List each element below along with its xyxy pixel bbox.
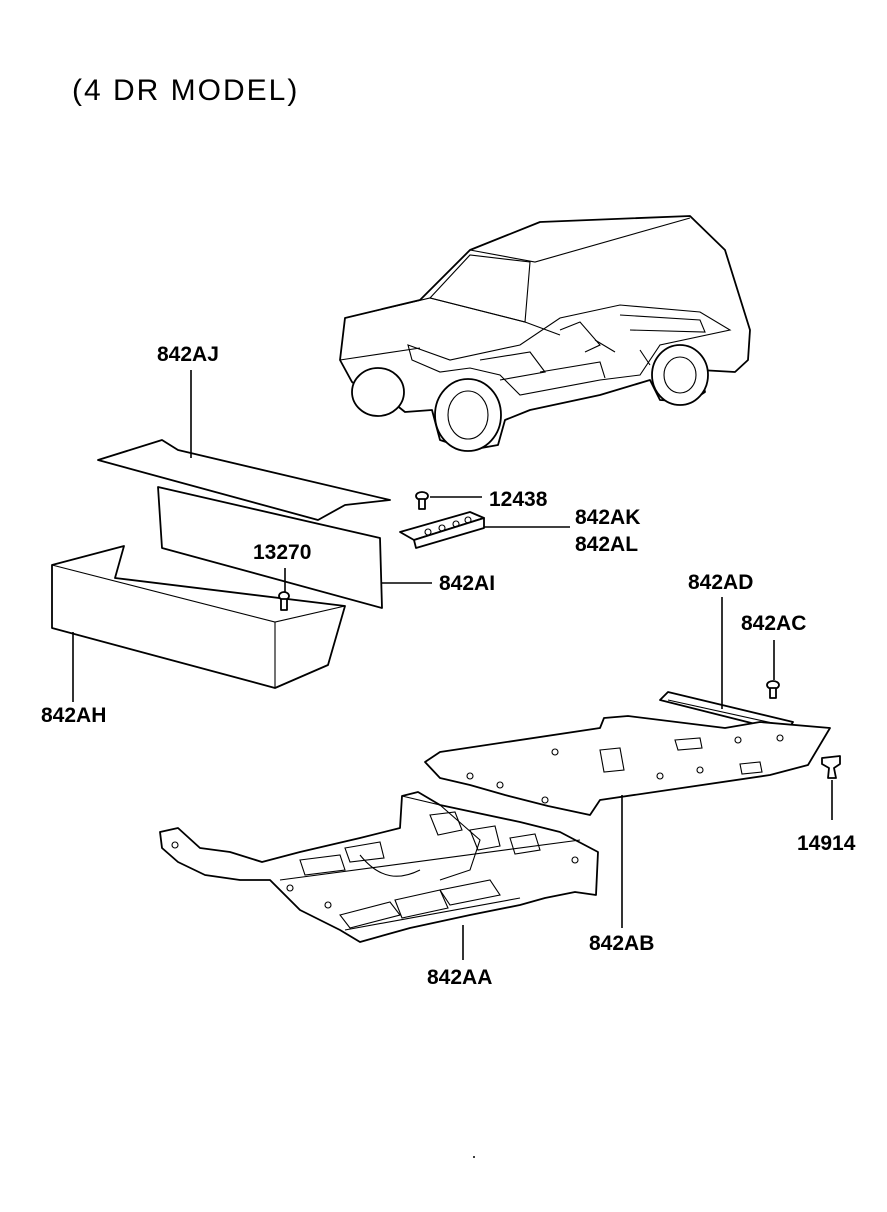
callout-842AA: 842AA [427,966,493,989]
clip-14914 [821,755,841,820]
screw-13270 [278,568,290,611]
callout-842AL: 842AL [575,533,639,556]
bracket-842AK-842AL [399,511,570,549]
rear-board [157,486,383,609]
callout-842AC: 842AC [741,612,807,635]
stray-dot [473,1156,475,1158]
screw-12438 [415,491,482,510]
diagram-title: (4 DR MODEL) [72,74,300,107]
trunk-top-panel [97,439,391,521]
rear-floor-carpet-842AB [424,715,831,928]
luggage-tray [51,545,346,689]
front-floor-carpet-842AA [159,791,599,960]
callout-13270: 13270 [253,541,312,564]
vehicle-outline [339,215,751,452]
callout-14914: 14914 [797,832,856,855]
screw-842AC [766,640,780,699]
callout-842AK: 842AK [575,506,641,529]
callout-842AH: 842AH [41,704,107,727]
callout-12438: 12438 [489,488,548,511]
callout-842AJ: 842AJ [157,343,219,366]
callout-842AB: 842AB [589,932,655,955]
callout-842AI: 842AI [439,572,496,595]
callout-842AD: 842AD [688,571,754,594]
